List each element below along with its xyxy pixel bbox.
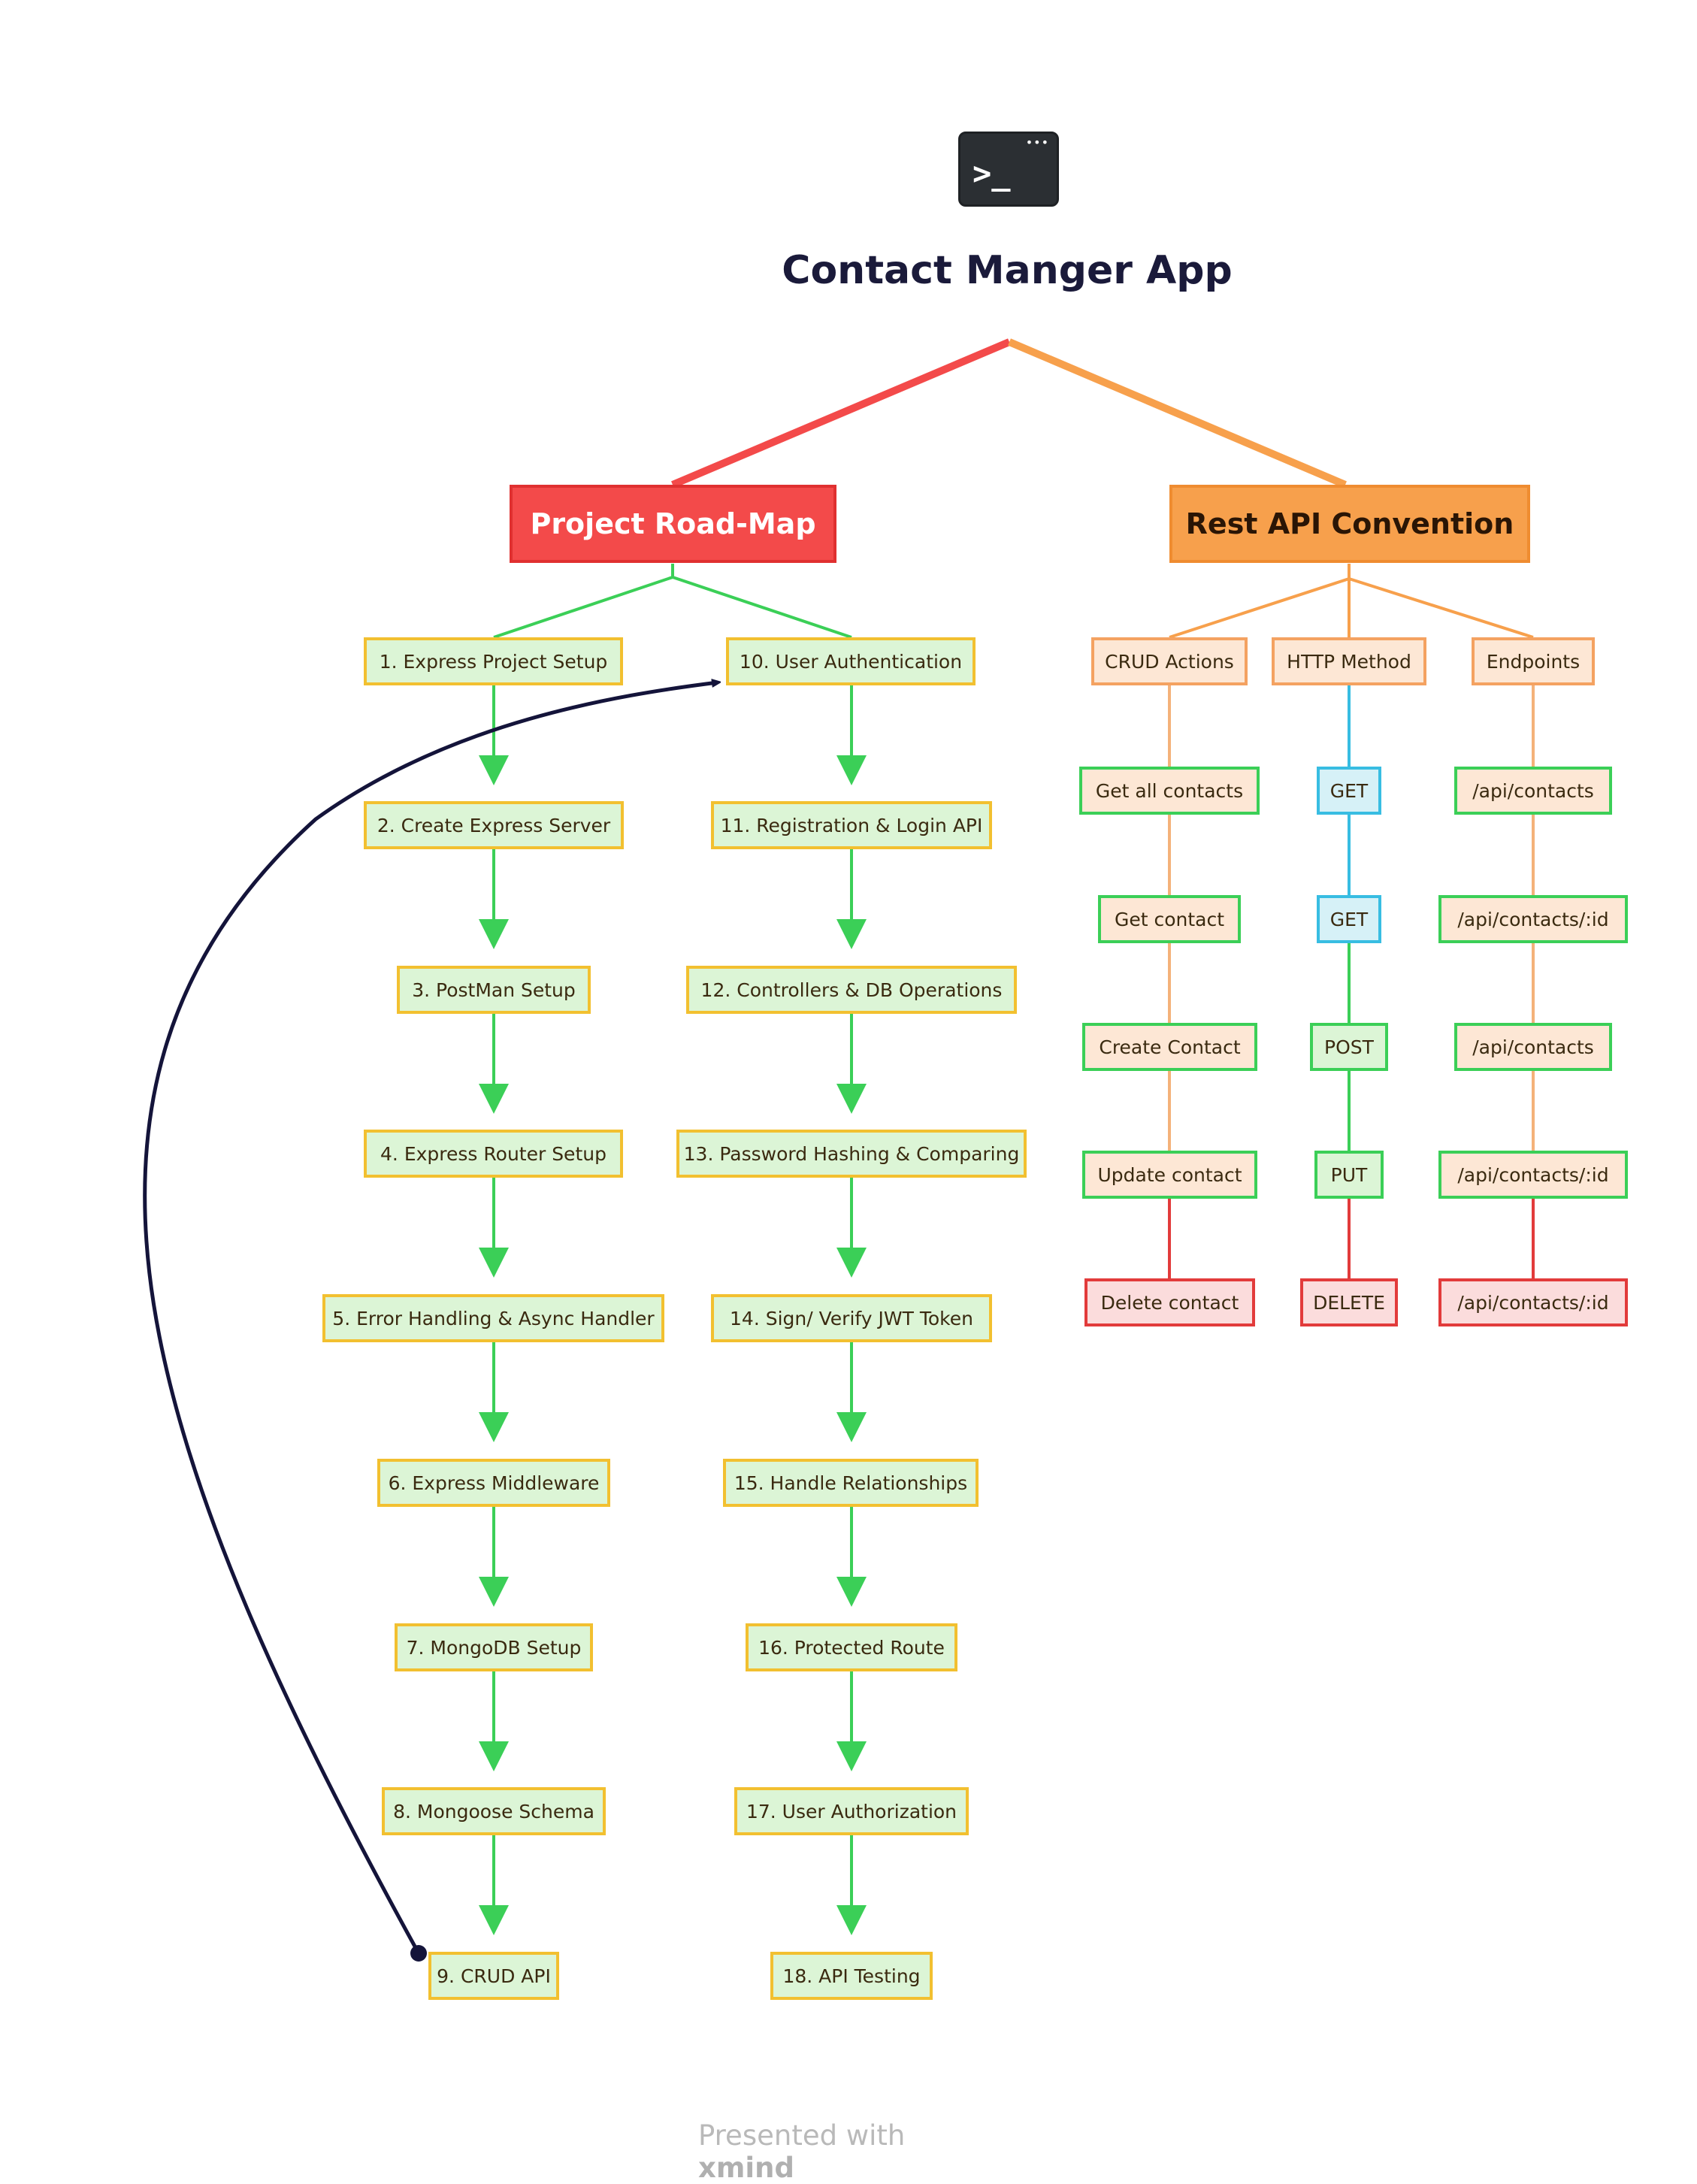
- roadmap-step-15[interactable]: 15. Handle Relationships: [723, 1459, 979, 1507]
- method-get-all[interactable]: GET: [1317, 767, 1381, 815]
- endpoint-update-contact[interactable]: /api/contacts/:id: [1438, 1151, 1628, 1199]
- endpoint-list-contacts[interactable]: /api/contacts: [1454, 767, 1612, 815]
- roadmap-step-6[interactable]: 6. Express Middleware: [377, 1459, 610, 1507]
- root-topic-title[interactable]: Contact Manger App: [782, 248, 1233, 293]
- crud-item-create[interactable]: Create Contact: [1082, 1023, 1257, 1071]
- root-to-roadmap-line: [671, 338, 1011, 489]
- roadmap-step-5[interactable]: 5. Error Handling & Async Handler: [322, 1294, 664, 1342]
- crud-item-get-one[interactable]: Get contact: [1098, 895, 1241, 943]
- roadmap-step-8[interactable]: 8. Mongoose Schema: [382, 1787, 606, 1835]
- roadmap-step-3[interactable]: 3. PostMan Setup: [397, 966, 591, 1014]
- roadmap-step-2[interactable]: 2. Create Express Server: [364, 801, 624, 849]
- xmind-logo: xmind: [698, 2152, 794, 2184]
- roadmap-to-step10-line: [672, 576, 852, 639]
- crud-item-update[interactable]: Update contact: [1082, 1151, 1257, 1199]
- endpoint-get-contact[interactable]: /api/contacts/:id: [1438, 895, 1628, 943]
- endpoint-delete-contact[interactable]: /api/contacts/:id: [1438, 1278, 1628, 1326]
- branch-rest-api-convention[interactable]: Rest API Convention: [1169, 485, 1530, 563]
- terminal-prompt-glyph: >_: [973, 155, 1011, 192]
- rest-header-http-method[interactable]: HTTP Method: [1272, 637, 1426, 685]
- method-post[interactable]: POST: [1310, 1023, 1388, 1071]
- crud-item-delete[interactable]: Delete contact: [1084, 1278, 1255, 1326]
- relationship-curve: [143, 682, 718, 1955]
- footer-prefix: Presented with: [698, 2119, 906, 2152]
- roadmap-step-1[interactable]: 1. Express Project Setup: [364, 637, 623, 685]
- roadmap-step-13[interactable]: 13. Password Hashing & Comparing: [676, 1130, 1027, 1178]
- roadmap-step-12[interactable]: 12. Controllers & DB Operations: [686, 966, 1017, 1014]
- roadmap-step-16[interactable]: 16. Protected Route: [746, 1623, 957, 1671]
- method-put[interactable]: PUT: [1314, 1151, 1384, 1199]
- roadmap-step-14[interactable]: 14. Sign/ Verify JWT Token: [711, 1294, 992, 1342]
- roadmap-step-10[interactable]: 10. User Authentication: [726, 637, 976, 685]
- rest-header-endpoints[interactable]: Endpoints: [1472, 637, 1595, 685]
- branch-project-roadmap-label: Project Road-Map: [530, 507, 816, 540]
- method-get-one[interactable]: GET: [1317, 895, 1381, 943]
- roadmap-step-9[interactable]: 9. CRUD API: [428, 1952, 559, 2000]
- roadmap-step-4[interactable]: 4. Express Router Setup: [364, 1130, 623, 1178]
- footer-credit: Presented with xmind: [698, 2119, 999, 2184]
- method-delete[interactable]: DELETE: [1300, 1278, 1398, 1326]
- roadmap-step-17[interactable]: 17. User Authorization: [734, 1787, 969, 1835]
- roadmap-to-step1-line: [493, 564, 674, 639]
- roadmap-step-7[interactable]: 7. MongoDB Setup: [395, 1623, 593, 1671]
- endpoint-create-contact[interactable]: /api/contacts: [1454, 1023, 1612, 1071]
- roadmap-step-11[interactable]: 11. Registration & Login API: [711, 801, 992, 849]
- branch-project-roadmap[interactable]: Project Road-Map: [510, 485, 836, 563]
- crud-item-get-all[interactable]: Get all contacts: [1079, 767, 1260, 815]
- roadmap-step-18[interactable]: 18. API Testing: [770, 1952, 933, 2000]
- rest-header-crud-actions[interactable]: CRUD Actions: [1091, 637, 1248, 685]
- rest-to-headers-lines: [1169, 564, 1534, 639]
- branch-rest-api-label: Rest API Convention: [1185, 507, 1514, 540]
- terminal-icon: ••• >_: [958, 132, 1059, 207]
- root-to-rest-line: [1008, 338, 1347, 489]
- relationship-start-dot: [410, 1945, 427, 1962]
